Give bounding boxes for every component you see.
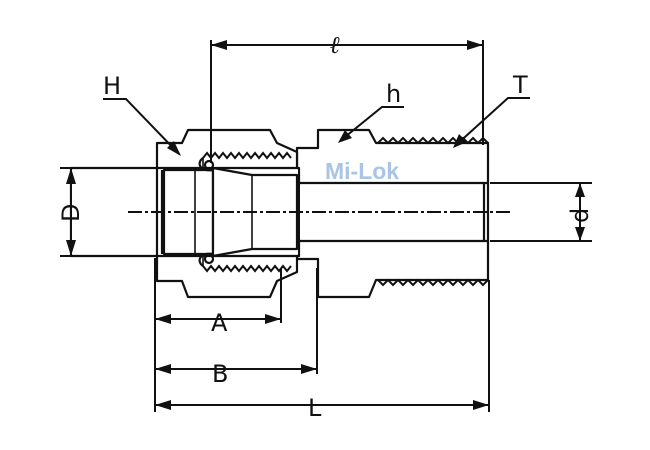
- label-small-l: ℓ: [330, 30, 340, 59]
- label-h: h: [386, 80, 401, 108]
- label-L: L: [308, 394, 322, 422]
- leader-H: [103, 98, 180, 155]
- label-D: D: [57, 204, 85, 222]
- body-thread-bottom: [377, 278, 489, 287]
- body-thread-top: [377, 136, 489, 145]
- label-T: T: [512, 71, 528, 99]
- leader-T: [454, 97, 530, 147]
- nut-thread-top: [202, 151, 292, 160]
- label-H: H: [103, 72, 121, 100]
- nut-thread-bottom: [202, 264, 292, 273]
- label-d: d: [566, 208, 594, 223]
- watermark-logo: Mi-Lok: [325, 158, 399, 184]
- leader-h: [339, 106, 404, 142]
- label-B: B: [212, 360, 228, 388]
- label-A: A: [211, 309, 228, 337]
